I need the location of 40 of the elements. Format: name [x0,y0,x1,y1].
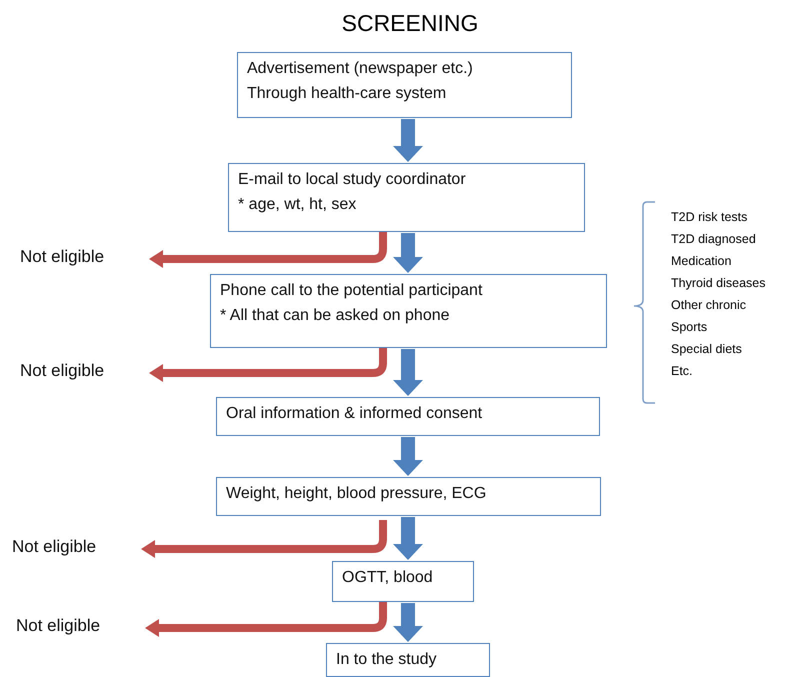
arrow [149,348,387,382]
box-text: * All that can be asked on phone [220,306,451,326]
box-text: Advertisement (newspaper etc.) [247,59,474,79]
process-box [332,561,474,602]
outcome-label: Not eligible [12,537,98,557]
box-text: * age, wt, ht, sex [238,194,358,215]
box-text: Through health-care system [247,84,448,104]
criteria-item: Thyroid diseases [671,276,766,290]
process-box [216,477,601,516]
arrow [145,602,387,637]
criteria-item: Medication [671,254,732,268]
arrow [149,232,387,268]
arrow [393,517,423,560]
outcome-label: Not eligible [20,361,106,381]
process-box [228,163,585,232]
arrow [393,119,423,162]
process-box [237,52,572,118]
box-text: In to the study [336,650,438,670]
criteria-item: Special diets [671,342,742,356]
arrow [141,520,387,558]
process-box [210,274,607,348]
outcome-label: Not eligible [16,616,102,636]
box-text: E-mail to local study coordinator [238,170,467,190]
box-text: Oral information & informed consent [226,404,484,424]
outcome-label: Not eligible [20,247,106,267]
arrow [393,437,423,476]
title: SCREENING [340,10,480,37]
box-text: OGTT, blood [342,568,434,588]
arrow [393,349,423,396]
criteria-item: Other chronic [671,298,746,312]
criteria-item: T2D diagnosed [671,232,756,246]
criteria-item: Sports [671,320,708,334]
process-box [326,643,490,677]
box-text: Weight, height, blood pressure, ECG [226,484,488,504]
arrow [393,233,423,273]
arrow [393,603,423,642]
box-text: Phone call to the potential participant [220,281,484,301]
criteria-item: Etc. [671,364,693,378]
process-box [216,397,600,436]
criteria-item: T2D risk tests [671,210,748,224]
